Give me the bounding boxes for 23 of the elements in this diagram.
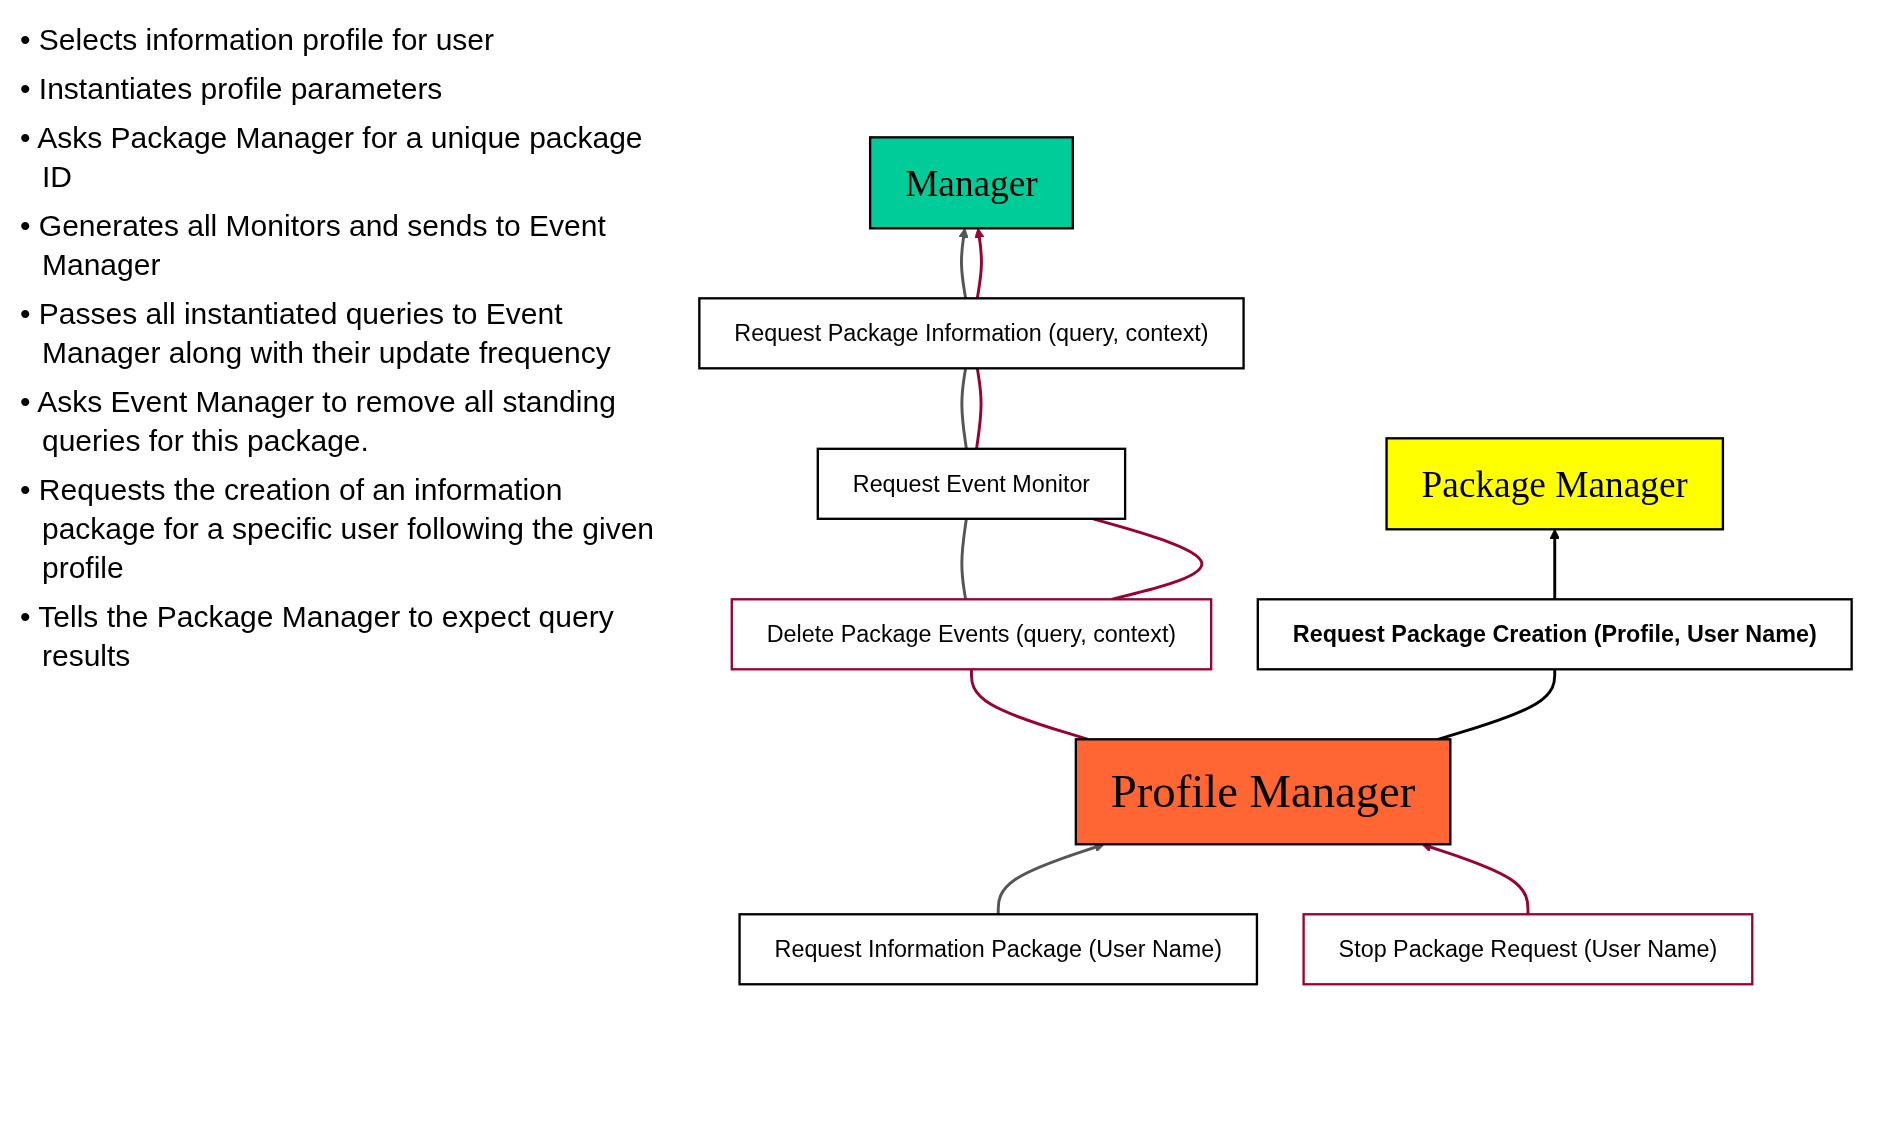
node-box: Request Package Information (query, context) <box>698 297 1245 370</box>
bullet-text: • Instantiates profile parameters <box>20 71 444 107</box>
connector <box>960 368 968 450</box>
node-box: Manager <box>868 136 1074 230</box>
connector <box>960 518 968 600</box>
arrow <box>974 228 985 299</box>
node-box: Delete Package Events (query, context) <box>730 598 1213 671</box>
bullet-text: • Passes all instantiated queries to Event Manager along with their update frequency <box>20 296 612 371</box>
bullet-text: • Requests the creation of an information package for a specific user following the given profile <box>20 472 655 586</box>
arrow <box>1549 529 1560 600</box>
node-box: Profile Manager <box>1074 738 1452 846</box>
arrow <box>958 228 969 299</box>
connector <box>975 368 983 450</box>
node-box: Stop Package Request (User Name) <box>1302 913 1754 986</box>
bullet-text: • Asks Event Manager to remove all standing queries for this package. <box>20 384 617 459</box>
node-box: Package Manager <box>1385 437 1725 531</box>
bullet-text: • Tells the Package Manager to expect query results <box>20 599 615 674</box>
node-box: Request Information Package (User Name) <box>738 913 1259 986</box>
node-box: Request Package Creation (Profile, User Name) <box>1256 598 1853 671</box>
bullet-text: • Generates all Monitors and sends to Event Manager <box>20 208 607 283</box>
bullet-text: • Asks Package Manager for a unique package ID <box>20 120 644 195</box>
bullet-text: • Selects information profile for user <box>20 22 496 58</box>
node-box: Request Event Monitor <box>816 447 1127 521</box>
